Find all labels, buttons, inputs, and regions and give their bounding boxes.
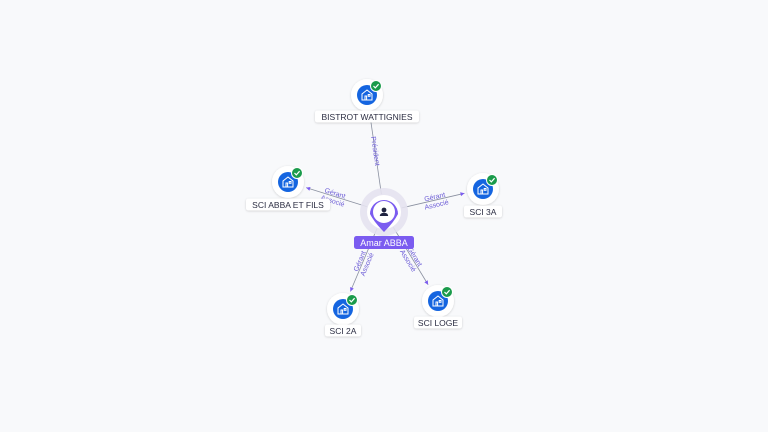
arrow-head-icon (460, 192, 465, 197)
edge-label-sci3a: GérantAssocié (422, 191, 449, 211)
building-door (364, 95, 368, 101)
check-mark (373, 83, 380, 89)
edge-label-bistrot: Président (369, 136, 380, 166)
building-door (340, 309, 344, 315)
check-mark (294, 170, 301, 176)
verified-badge (441, 286, 453, 298)
company-name: SCI 3A (470, 207, 497, 217)
building-window (367, 94, 371, 97)
company-node-abba[interactable] (272, 166, 304, 198)
edge-line (401, 192, 465, 209)
label-background (325, 324, 361, 337)
edge-label-word: Président (369, 136, 380, 166)
building-door (435, 301, 439, 307)
arrow-head-icon (424, 280, 429, 285)
arrow-head-icon (306, 186, 311, 191)
company-node-sci3a[interactable] (467, 173, 499, 205)
building-icon (477, 183, 489, 195)
building-door (480, 189, 484, 195)
verified-check-icon (441, 286, 453, 298)
label-background (414, 316, 462, 329)
person-icon (379, 207, 389, 216)
edge-line (306, 187, 367, 208)
label-background (246, 198, 330, 211)
arrow-head-icon (350, 287, 354, 292)
edge-loge: GérantAssocié (392, 227, 429, 285)
verified-check-icon (370, 80, 382, 92)
edge-label-word: Gérant (424, 192, 446, 204)
company-node-sci2a[interactable] (327, 293, 359, 325)
person-node[interactable] (360, 188, 408, 236)
building-icon (432, 295, 444, 307)
building-window (343, 308, 347, 311)
person-head (381, 207, 387, 213)
node-label-sci2a[interactable]: SCI 2A (325, 324, 361, 337)
company-name: BISTROT WATTIGNIES (322, 112, 413, 122)
building-window (288, 181, 292, 184)
check-mark (444, 289, 451, 295)
building-outline (337, 303, 349, 315)
edge-label-sci2a: GérantAssocié (352, 249, 375, 278)
verified-check-icon (346, 294, 358, 306)
building-door (285, 182, 289, 188)
company-name: SCI LOGE (418, 318, 458, 328)
building-icon (361, 89, 373, 101)
building-outline (477, 183, 489, 195)
check-mark (489, 177, 496, 183)
node-label-abba[interactable]: SCI ABBA ET FILS (246, 198, 330, 211)
node-label-bistrot[interactable]: BISTROT WATTIGNIES (315, 110, 419, 123)
node-label-sci3a[interactable]: SCI 3A (464, 205, 502, 218)
person-name: Amar ABBA (360, 238, 408, 248)
edge-sci3a: GérantAssocié (401, 191, 465, 212)
label-background (315, 110, 419, 123)
verified-badge (370, 80, 382, 92)
building-outline (432, 295, 444, 307)
nodes: BISTROT WATTIGNIES SCI ABBA ET FILS SCI 3A… (246, 79, 502, 337)
person-label[interactable]: Amar ABBA (354, 236, 414, 249)
company-node-bistrot[interactable] (351, 79, 383, 111)
check-mark (349, 297, 356, 303)
edge-label-loge: GérantAssocié (398, 245, 424, 274)
edge-bistrot: Président (368, 113, 382, 195)
company-name: SCI 2A (330, 326, 357, 336)
node-label-loge[interactable]: SCI LOGE (414, 316, 462, 329)
verified-check-icon (486, 174, 498, 186)
company-name: SCI ABBA ET FILS (252, 200, 324, 210)
building-icon (337, 303, 349, 315)
edge-line (369, 113, 382, 195)
company-node-loge[interactable] (422, 285, 454, 317)
person-body (379, 212, 389, 216)
person-label-background (354, 236, 414, 249)
verified-badge (291, 167, 303, 179)
building-window (483, 188, 487, 191)
building-outline (361, 89, 373, 101)
label-background (464, 205, 502, 218)
building-window (438, 300, 442, 303)
building-icon (282, 176, 294, 188)
verified-badge (486, 174, 498, 186)
verified-badge (346, 294, 358, 306)
verified-check-icon (291, 167, 303, 179)
building-outline (282, 176, 294, 188)
